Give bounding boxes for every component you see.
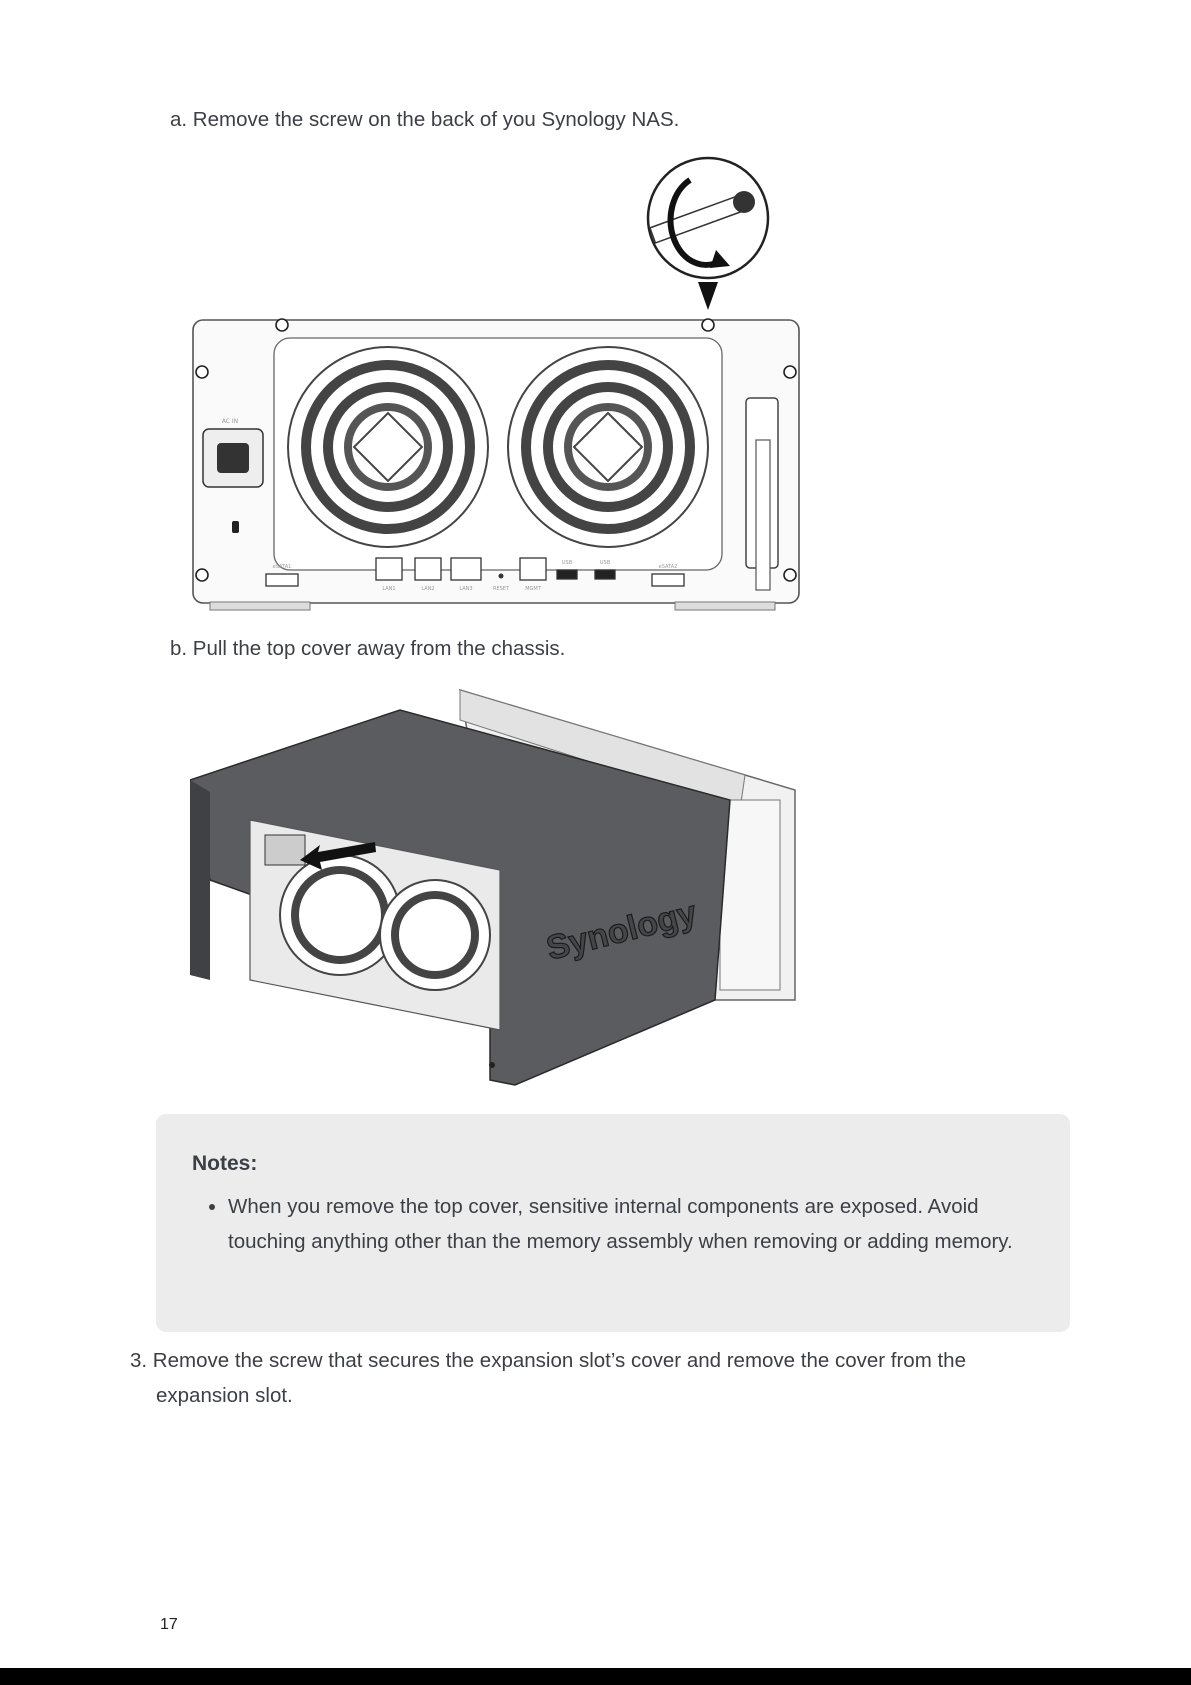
fan-left xyxy=(287,346,489,548)
screw-callout-magnifier xyxy=(646,156,770,310)
step-a-text: a. Remove the screw on the back of you S… xyxy=(170,108,680,131)
port-label-lan1: LAN1 xyxy=(382,586,395,592)
port-label-esata1: eSATA1 xyxy=(273,564,292,570)
pull-arrow xyxy=(300,842,376,870)
step-3-line1: 3. Remove the screw that secures the exp… xyxy=(130,1349,966,1372)
notes-box: Notes: When you remove the top cover, se… xyxy=(156,1114,1070,1332)
port-label-lan3: LAN3 xyxy=(459,586,472,592)
port-label-usb1: USB xyxy=(562,560,573,566)
port-label-esata2: eSATA2 xyxy=(659,564,678,570)
bottom-edge-bar xyxy=(0,1668,1191,1685)
notes-list: When you remove the top cover, sensitive… xyxy=(192,1190,1048,1259)
step-b-text: b. Pull the top cover away from the chas… xyxy=(170,637,566,660)
page-number: 17 xyxy=(160,1616,178,1633)
fan-right xyxy=(507,346,709,548)
notes-title: Notes: xyxy=(192,1152,258,1175)
port-label-usb2: USB xyxy=(600,560,611,566)
notes-item: When you remove the top cover, sensitive… xyxy=(228,1190,1048,1259)
port-label-acin: AC IN xyxy=(222,418,238,425)
step-3-line2: expansion slot. xyxy=(156,1384,293,1407)
nas-cover-removal-illustration: Synology xyxy=(190,688,796,1086)
port-label-lan2: LAN2 xyxy=(421,586,434,592)
nas-rear-illustration: AC IN eSATA1 LAN1 LAN2 LAN3 RESET MGMT U… xyxy=(192,156,800,611)
port-label-mgmt: MGMT xyxy=(525,586,542,592)
port-label-reset: RESET xyxy=(493,586,510,592)
